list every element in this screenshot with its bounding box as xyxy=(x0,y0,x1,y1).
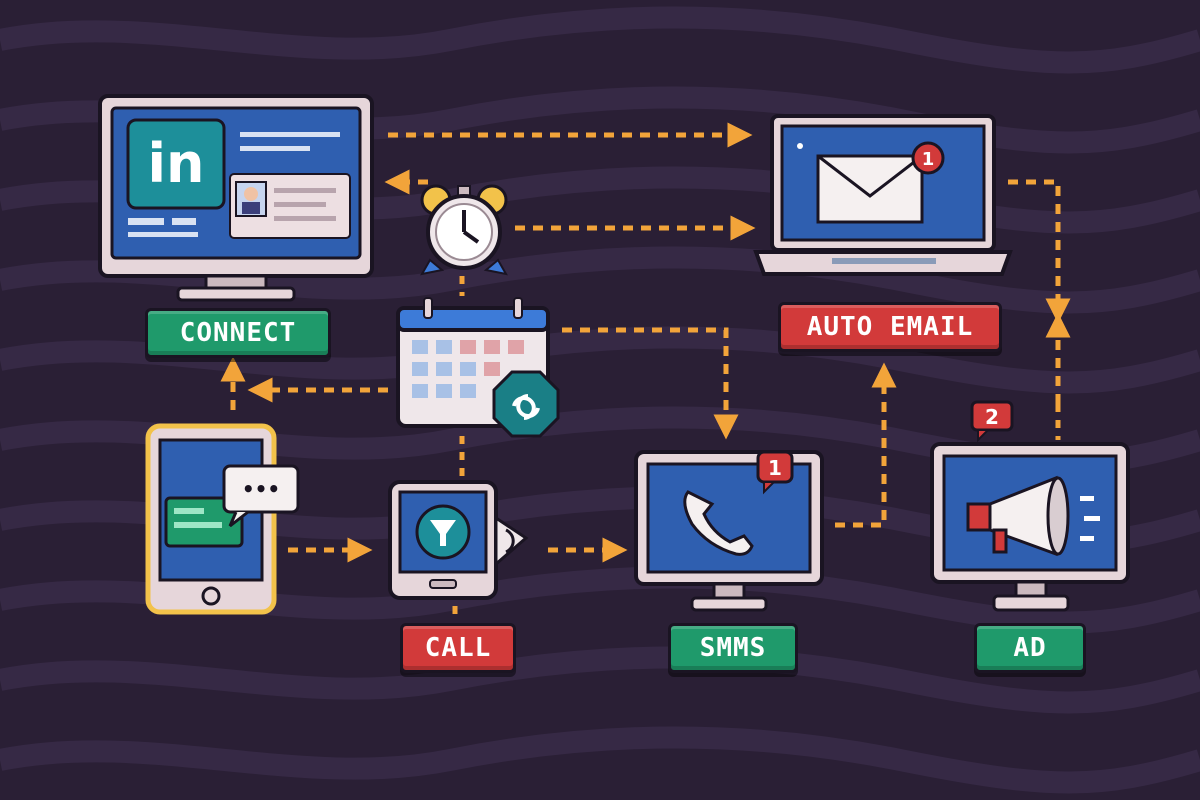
svg-text:2: 2 xyxy=(985,405,999,429)
sms-monitor: 1 xyxy=(634,450,824,612)
smartphone: ••• xyxy=(145,423,300,615)
ad-monitor: 2 xyxy=(930,400,1130,612)
ad-count-badge xyxy=(970,400,1014,432)
svg-text:1: 1 xyxy=(768,456,782,480)
megaphone-icon xyxy=(966,475,1070,557)
alarm-clock-icon xyxy=(420,184,508,276)
funnel-icon xyxy=(430,520,456,546)
linkedin-logo-icon xyxy=(126,118,226,210)
svg-text:1: 1 xyxy=(922,149,935,170)
auto-email-label: AUTO EMAIL xyxy=(778,302,1002,352)
sync-badge-icon xyxy=(492,370,560,438)
ad-label: AD xyxy=(974,623,1086,673)
svg-text:in: in xyxy=(148,132,205,195)
connect-label: CONNECT xyxy=(145,308,331,358)
sms-label: SMMS xyxy=(668,623,798,673)
calendar-icon xyxy=(396,297,560,438)
envelope-icon xyxy=(816,154,924,224)
phone-handset-icon xyxy=(683,490,754,556)
call-device xyxy=(388,480,529,600)
avatar-icon xyxy=(244,187,258,201)
email-laptop: 1 xyxy=(753,114,1013,276)
call-label: CALL xyxy=(400,623,516,673)
chat-bubble-icon xyxy=(222,464,300,514)
linkedin-monitor: in xyxy=(98,94,374,302)
svg-text:•••: ••• xyxy=(242,477,280,501)
